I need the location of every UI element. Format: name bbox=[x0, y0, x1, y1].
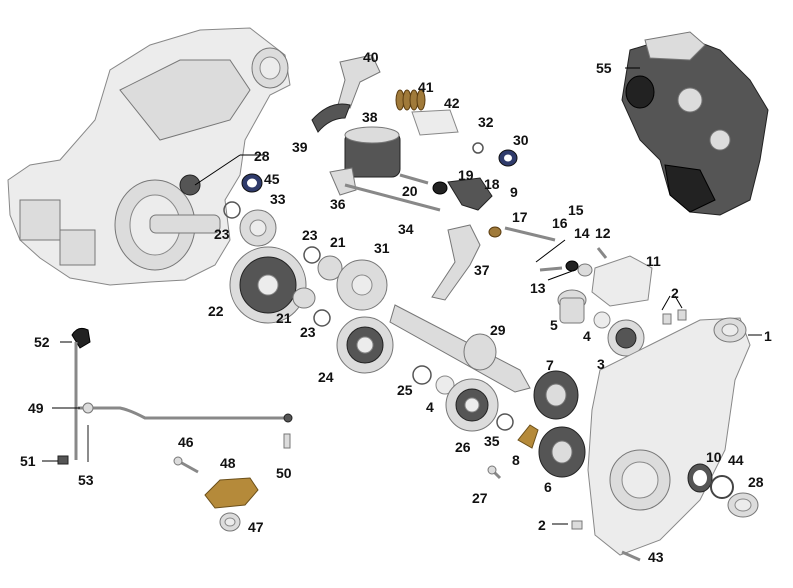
callout-53: 53 bbox=[78, 472, 94, 488]
selector-group bbox=[539, 247, 687, 530]
callout-49: 49 bbox=[28, 400, 44, 416]
callout-40: 40 bbox=[363, 49, 379, 65]
complete-transmission-assembly bbox=[621, 31, 769, 216]
leader-lines bbox=[42, 67, 762, 525]
callout-17: 17 bbox=[512, 209, 528, 225]
right-cover bbox=[587, 317, 759, 562]
callout-48: 48 bbox=[220, 455, 236, 471]
callout-21-lower: 21 bbox=[276, 310, 292, 326]
callout-34: 34 bbox=[398, 221, 414, 237]
callout-44: 44 bbox=[728, 452, 744, 468]
gear-group bbox=[223, 201, 586, 480]
callout-1: 1 bbox=[764, 328, 772, 344]
callout-22: 22 bbox=[208, 303, 224, 319]
callout-21-upper: 21 bbox=[330, 234, 346, 250]
callout-23-lower: 23 bbox=[300, 324, 316, 340]
callout-25: 25 bbox=[397, 382, 413, 398]
callout-2-lower: 2 bbox=[538, 517, 546, 533]
callout-43: 43 bbox=[648, 549, 664, 565]
callout-24: 24 bbox=[318, 369, 334, 385]
callout-39: 39 bbox=[292, 139, 308, 155]
callout-4-right: 4 bbox=[583, 328, 591, 344]
callout-3: 3 bbox=[597, 356, 605, 372]
callout-28-right: 28 bbox=[748, 474, 764, 490]
callout-51: 51 bbox=[20, 453, 36, 469]
callout-15: 15 bbox=[568, 202, 584, 218]
callout-29: 29 bbox=[490, 322, 506, 338]
callout-6: 6 bbox=[544, 479, 552, 495]
callout-12: 12 bbox=[595, 225, 611, 241]
callout-5: 5 bbox=[550, 317, 558, 333]
callout-23-left: 23 bbox=[214, 226, 230, 242]
callout-52: 52 bbox=[34, 334, 50, 350]
callout-37: 37 bbox=[474, 262, 490, 278]
callout-13: 13 bbox=[530, 280, 546, 296]
callout-31: 31 bbox=[374, 240, 390, 256]
callout-4-center: 4 bbox=[426, 399, 434, 415]
callout-35: 35 bbox=[484, 433, 500, 449]
callout-23-mid: 23 bbox=[302, 227, 318, 243]
callout-42: 42 bbox=[444, 95, 460, 111]
callout-7: 7 bbox=[546, 357, 554, 373]
callout-2-upper: 2 bbox=[671, 285, 679, 301]
shift-mechanism-group bbox=[311, 54, 556, 301]
callout-10: 10 bbox=[706, 449, 722, 465]
callout-28-left: 28 bbox=[254, 148, 270, 164]
bracket-group bbox=[173, 456, 259, 532]
callout-55: 55 bbox=[596, 60, 612, 76]
callout-labels: 1 2 2 3 4 4 5 6 7 8 9 10 11 12 13 14 15 … bbox=[20, 49, 772, 565]
callout-41: 41 bbox=[418, 79, 434, 95]
callout-19: 19 bbox=[458, 167, 474, 183]
callout-16: 16 bbox=[552, 215, 568, 231]
callout-27: 27 bbox=[472, 490, 488, 506]
callout-47: 47 bbox=[248, 519, 264, 535]
left-crankcase-half bbox=[7, 27, 291, 286]
callout-36: 36 bbox=[330, 196, 346, 212]
callout-20: 20 bbox=[402, 183, 418, 199]
callout-8: 8 bbox=[512, 452, 520, 468]
callout-14: 14 bbox=[574, 225, 590, 241]
callout-11: 11 bbox=[646, 253, 661, 269]
callout-50: 50 bbox=[276, 465, 292, 481]
callout-33: 33 bbox=[270, 191, 286, 207]
callout-9: 9 bbox=[510, 184, 518, 200]
shift-linkage bbox=[57, 327, 293, 465]
callout-32: 32 bbox=[478, 114, 494, 130]
callout-45: 45 bbox=[264, 171, 280, 187]
callout-30: 30 bbox=[513, 132, 529, 148]
callout-38: 38 bbox=[362, 109, 378, 125]
callout-26: 26 bbox=[455, 439, 471, 455]
callout-46: 46 bbox=[178, 434, 194, 450]
callout-18: 18 bbox=[484, 176, 500, 192]
